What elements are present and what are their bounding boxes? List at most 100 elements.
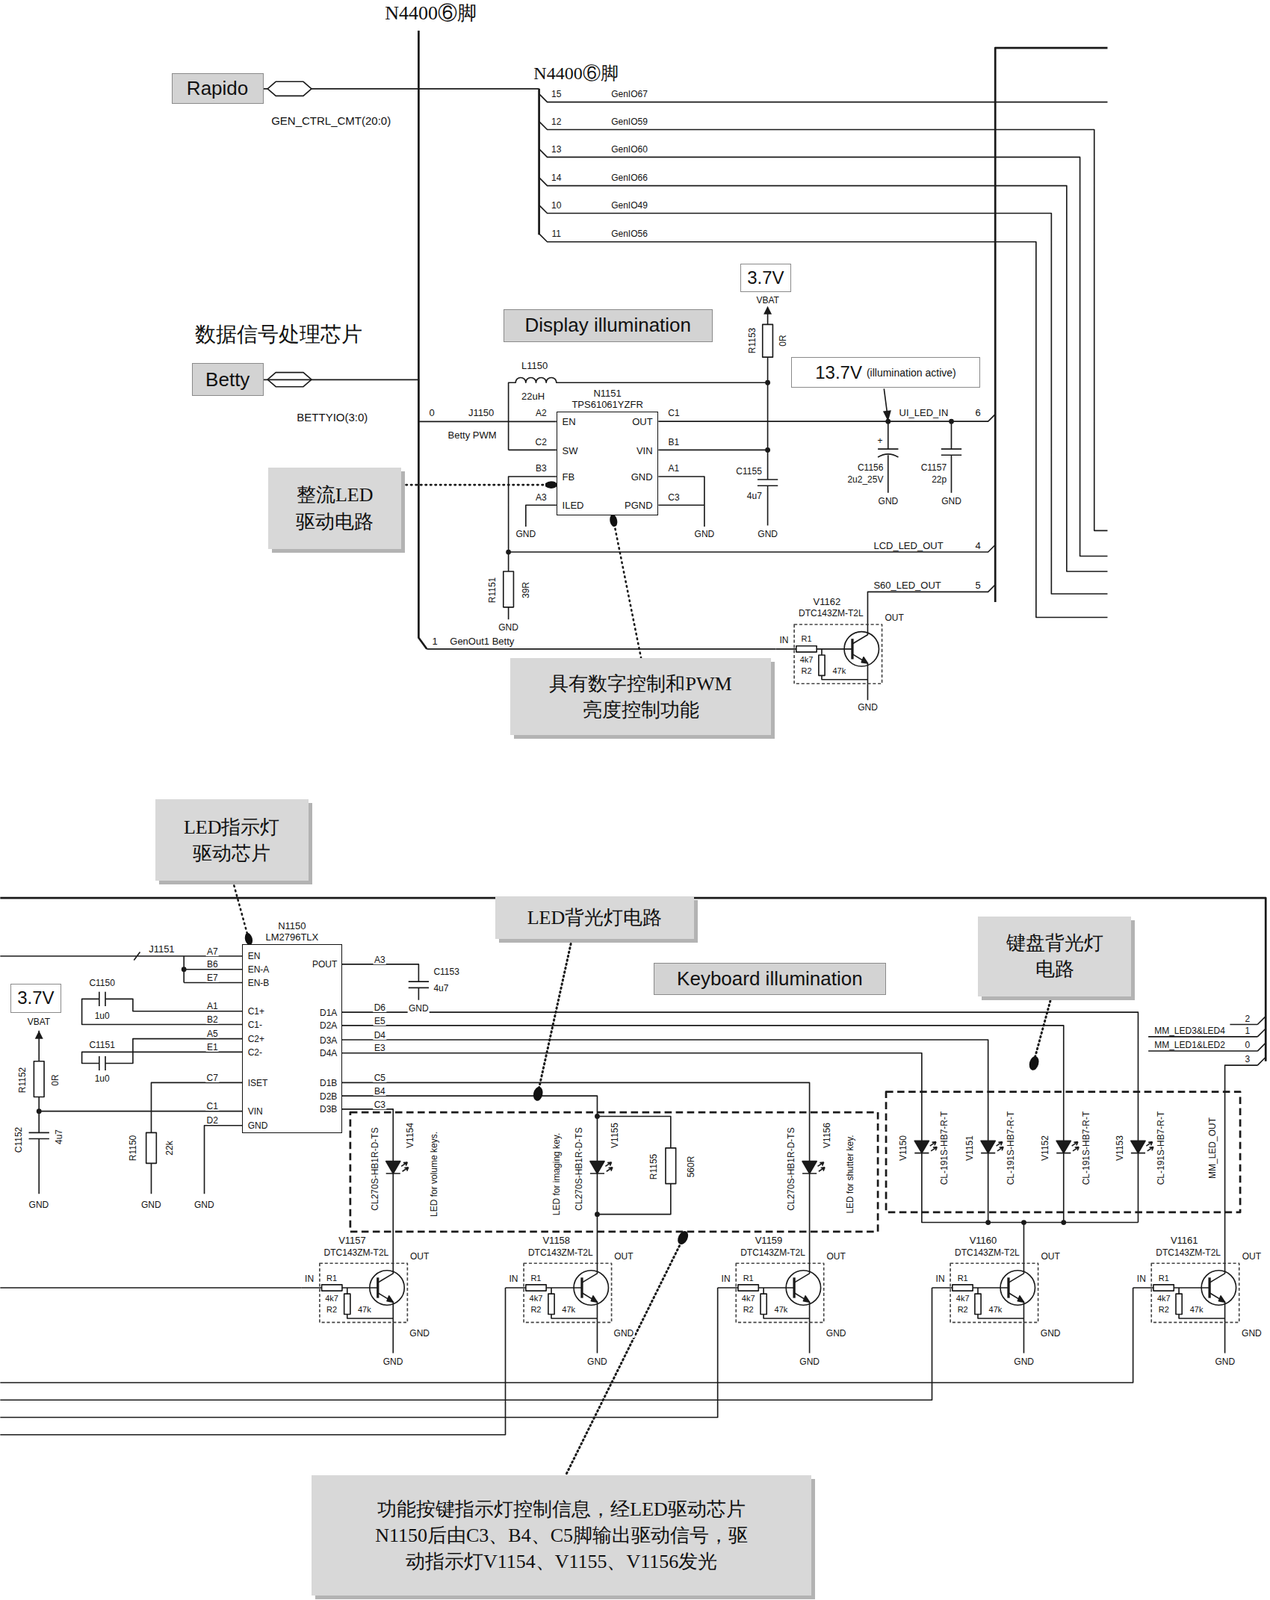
text-label: GND [798, 1357, 821, 1367]
text-label: 4k7 [799, 655, 815, 664]
text-label: R2 [800, 666, 813, 675]
text-label: 47k [1189, 1305, 1205, 1315]
text-label: E5 [373, 1016, 387, 1026]
transistor-symbol [1133, 1263, 1240, 1323]
text-label: 5 [974, 580, 982, 591]
text-label: GND [28, 1200, 51, 1210]
text-label: 14 [550, 173, 562, 183]
text-label: R1 [742, 1273, 755, 1282]
text-label: A5 [206, 1029, 219, 1039]
text-label: GenIO56 [610, 229, 649, 239]
text-label: CL270S-HB1R-D-TS [786, 1126, 796, 1211]
text-label: D3B [318, 1104, 338, 1114]
text-label: 4k7 [324, 1294, 340, 1303]
text-label: D3A [318, 1036, 338, 1046]
text-label: 15 [550, 89, 562, 99]
text-label: V1158 [541, 1235, 571, 1246]
callout-box: LED背光灯电路 [495, 896, 695, 940]
text-label: GND [1214, 1357, 1237, 1367]
text-label: R2 [742, 1305, 755, 1315]
text-label: GND [825, 1329, 848, 1338]
text-label: B1 [667, 437, 681, 447]
text-label: GND [940, 496, 963, 506]
text-label: LED for shutter key. [845, 1134, 855, 1214]
text-label: 0R [50, 1073, 60, 1087]
text-label: DTC143ZM-T2L [323, 1248, 390, 1258]
text-label: 数据信号处理芯片 [194, 324, 364, 346]
text-label: S60_LED_OUT [872, 580, 942, 591]
text-label: 22p [930, 475, 948, 485]
text-label: 22uH [520, 391, 546, 402]
text-label: R1153 [747, 327, 757, 355]
transistor-symbol [505, 1263, 612, 1323]
text-label: 11 [551, 229, 562, 239]
label-box: Betty [191, 363, 264, 396]
text-label: GND [613, 1329, 635, 1338]
chip-heading: N1150LM2796TLX [220, 921, 364, 944]
text-label: 0 [428, 407, 435, 418]
text-label: GND [1240, 1329, 1263, 1338]
text-label: V1152 [1040, 1134, 1050, 1162]
text-label: CL-191S-HB7-R-T [1156, 1110, 1166, 1187]
text-label: A3 [373, 955, 387, 965]
text-label: C2+ [247, 1034, 266, 1044]
text-label: V1157 [337, 1235, 367, 1246]
text-label: C1157 [920, 463, 948, 473]
text-label: GenOut1 Betty [448, 636, 515, 647]
led-symbol [802, 1161, 825, 1174]
text-label: R1152 [17, 1066, 27, 1094]
text-label: GND [586, 1357, 609, 1367]
text-label: C1152 [14, 1126, 24, 1154]
text-label: GND [630, 472, 654, 482]
led-symbol [1131, 1140, 1154, 1153]
text-label: C1156 [856, 463, 884, 473]
text-label: 1u0 [94, 1011, 111, 1021]
led-symbol [914, 1140, 937, 1153]
text-label: R1 [1157, 1273, 1170, 1282]
label-box: Keyboard illumination [653, 962, 887, 996]
text-label: GND [856, 702, 879, 712]
leader-connector [612, 515, 641, 659]
text-label: R1150 [128, 1134, 138, 1162]
text-label: EN [561, 416, 577, 427]
text-label: C3 [373, 1100, 387, 1110]
pointer-hand [531, 1055, 1041, 1247]
text-label: VBAT [755, 295, 780, 305]
text-label: 4k7 [1156, 1294, 1172, 1303]
resistor-symbol [33, 324, 773, 1184]
text-label: Betty PWM [447, 430, 498, 441]
text-label: 47k [561, 1305, 576, 1315]
text-label: R1 [529, 1273, 542, 1282]
text-label: B4 [373, 1086, 387, 1096]
chip-title: N1151 [534, 388, 681, 400]
chip-title: N1150 [220, 921, 364, 933]
text-label: 560R [686, 1155, 696, 1179]
text-label: R1155 [649, 1153, 659, 1181]
text-label: R2 [325, 1305, 338, 1315]
text-label: N4400⑥脚 [532, 64, 619, 83]
text-label: IN [779, 635, 790, 645]
bus-line [0, 30, 1266, 1062]
text-label: VIN [247, 1107, 264, 1117]
text-label: C7 [206, 1073, 219, 1083]
text-label: C1150 [88, 978, 116, 988]
text-label: R1 [800, 635, 813, 644]
text-label: OUT [883, 613, 904, 623]
text-label: 47k [988, 1305, 1004, 1315]
text-label: A7 [206, 947, 219, 957]
text-label: GEN_CTRL_CMT(20:0) [270, 115, 392, 127]
leader-connector [233, 880, 251, 945]
text-label: C2- [247, 1048, 263, 1058]
wire [0, 952, 1266, 1436]
text-label: 39R [521, 581, 531, 600]
text-label: 4 [974, 540, 982, 550]
voltage-box: 3.7V [740, 263, 792, 293]
box-text: Betty [205, 368, 250, 392]
text-label: 4k7 [741, 1294, 757, 1303]
wire [263, 88, 1108, 700]
text-label: A3 [534, 493, 548, 503]
callout-text: 功能按键指示灯控制信息，经LED驱动芯片 N1150后由C3、B4、C5脚输出驱… [330, 1496, 794, 1575]
text-label: CL270S-HB1R-D-TS [574, 1126, 584, 1211]
text-label: DTC143ZM-T2L [953, 1248, 1021, 1258]
text-label: V1160 [968, 1235, 999, 1246]
